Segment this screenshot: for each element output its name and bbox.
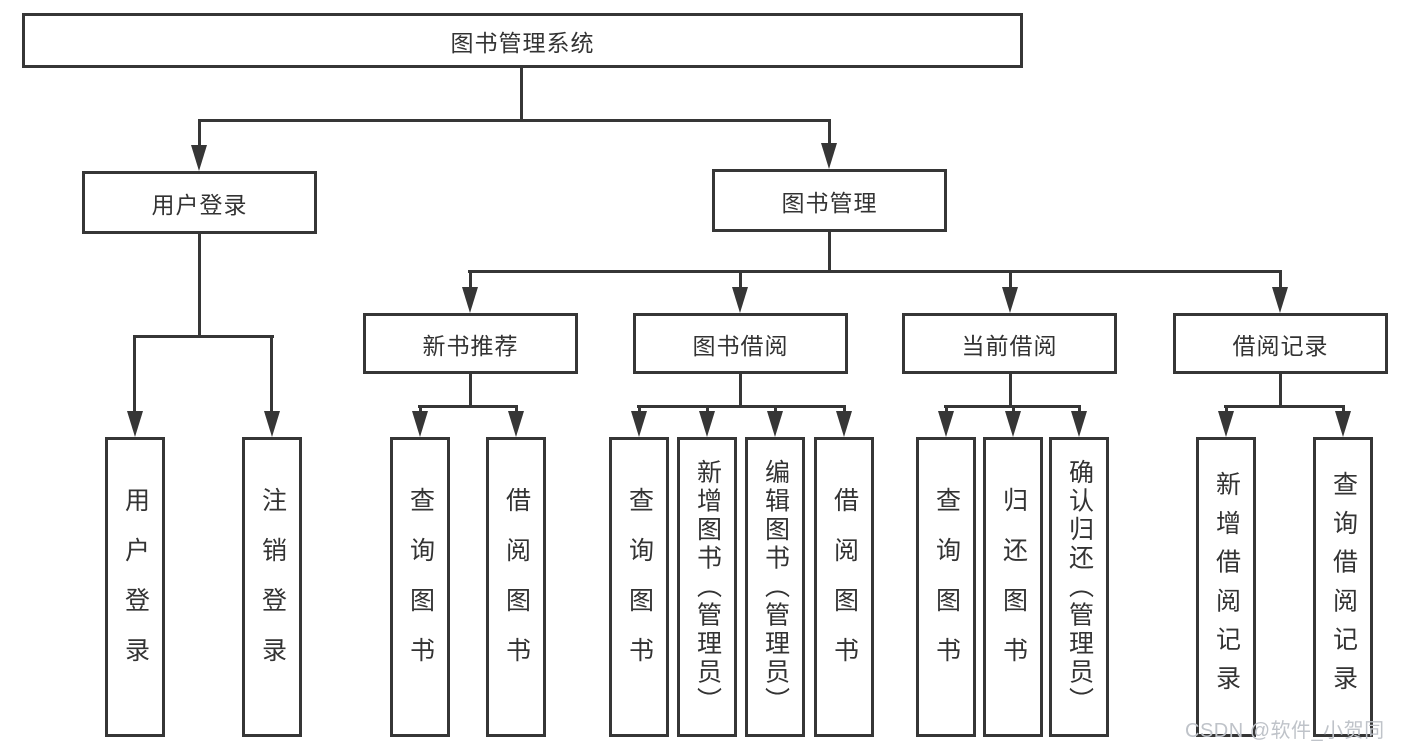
- node-user-login: 用户登录: [82, 171, 317, 234]
- leaf-label: 新增图书（管理员）: [693, 458, 722, 716]
- leaf-label: 查询借阅记录: [1329, 470, 1358, 704]
- connector-hline: [637, 405, 846, 408]
- connector-hline: [468, 270, 1282, 273]
- connector-vline: [945, 405, 948, 415]
- connector-vline: [419, 405, 422, 415]
- node-new-book-recommend: 新书推荐: [363, 313, 578, 374]
- connector-vline: [1225, 405, 1228, 415]
- leaf-user-login: 用户登录: [105, 437, 165, 737]
- leaf-logout: 注销登录: [242, 437, 302, 737]
- node-current-borrow: 当前借阅: [902, 313, 1117, 374]
- arrow-down-icon: [631, 411, 647, 437]
- connector-vline: [469, 270, 472, 290]
- connector-vline: [515, 405, 518, 415]
- node-label: 图书管理系统: [450, 29, 595, 56]
- leaf-borrow-add-books: 新增图书（管理员）: [677, 437, 737, 737]
- arrow-down-icon: [732, 287, 748, 313]
- leaf-recommend-query-books: 查询图书: [390, 437, 450, 737]
- arrow-down-icon: [1071, 411, 1087, 437]
- leaf-current-confirm-return: 确认归还（管理员）: [1049, 437, 1109, 737]
- arrow-down-icon: [1218, 411, 1234, 437]
- node-label: 借阅记录: [1232, 332, 1329, 359]
- node-book-borrow: 图书借阅: [633, 313, 848, 374]
- arrow-down-icon: [191, 145, 207, 171]
- leaf-borrow-edit-books: 编辑图书（管理员）: [745, 437, 805, 737]
- connector-vline: [1342, 405, 1345, 415]
- connector-vline: [1009, 372, 1012, 408]
- leaf-label: 用户登录: [121, 487, 150, 687]
- node-label: 用户登录: [151, 191, 248, 218]
- connector-vline: [739, 270, 742, 290]
- leaf-recommend-borrow-books: 借阅图书: [486, 437, 546, 737]
- leaf-label: 新增借阅记录: [1212, 470, 1241, 704]
- connector-vline: [198, 233, 201, 336]
- connector-vline: [1078, 405, 1081, 415]
- node-label: 新书推荐: [422, 332, 519, 359]
- arrow-down-icon: [508, 411, 524, 437]
- node-book-management: 图书管理: [712, 169, 947, 232]
- arrow-down-icon: [699, 411, 715, 437]
- arrow-down-icon: [821, 143, 837, 169]
- leaf-records-add-record: 新增借阅记录: [1196, 437, 1256, 737]
- connector-hline: [418, 405, 518, 408]
- connector-vline: [469, 372, 472, 408]
- connector-vline: [739, 372, 742, 408]
- connector-vline: [270, 335, 273, 415]
- node-label: 当前借阅: [961, 332, 1058, 359]
- arrow-down-icon: [1002, 287, 1018, 313]
- leaf-label: 借阅图书: [830, 487, 859, 687]
- connector-vline: [828, 231, 831, 272]
- connector-vline: [198, 119, 201, 149]
- node-label: 图书借阅: [692, 332, 789, 359]
- leaf-label: 归还图书: [999, 487, 1028, 687]
- leaf-borrow-query-books: 查询图书: [609, 437, 669, 737]
- leaf-records-query-record: 查询借阅记录: [1313, 437, 1373, 737]
- leaf-label: 注销登录: [258, 487, 287, 687]
- node-borrow-records: 借阅记录: [1173, 313, 1388, 374]
- arrow-down-icon: [767, 411, 783, 437]
- connector-vline: [1012, 405, 1015, 415]
- connector-vline: [774, 405, 777, 415]
- leaf-borrow-borrow-books: 借阅图书: [814, 437, 874, 737]
- leaf-label: 编辑图书（管理员）: [761, 458, 790, 716]
- arrow-down-icon: [264, 411, 280, 437]
- connector-hline: [1224, 405, 1345, 408]
- leaf-label: 查询图书: [625, 487, 654, 687]
- connector-vline: [843, 405, 846, 415]
- connector-vline: [520, 68, 523, 121]
- watermark: CSDN @软件_小贺同学: [1185, 720, 1385, 742]
- node-label: 图书管理: [781, 189, 878, 216]
- arrow-down-icon: [938, 411, 954, 437]
- connector-vline: [828, 119, 831, 147]
- leaf-current-return-books: 归还图书: [983, 437, 1043, 737]
- arrow-down-icon: [412, 411, 428, 437]
- connector-hline: [198, 119, 831, 122]
- leaf-label: 查询图书: [406, 487, 435, 687]
- arrow-down-icon: [836, 411, 852, 437]
- node-root: 图书管理系统: [22, 13, 1023, 68]
- connector-hline: [133, 335, 274, 338]
- connector-vline: [1279, 372, 1282, 408]
- arrow-down-icon: [127, 411, 143, 437]
- leaf-label: 确认归还（管理员）: [1065, 458, 1094, 716]
- arrow-down-icon: [462, 287, 478, 313]
- leaf-current-query-books: 查询图书: [916, 437, 976, 737]
- connector-vline: [638, 405, 641, 415]
- leaf-label: 借阅图书: [502, 487, 531, 687]
- arrow-down-icon: [1005, 411, 1021, 437]
- connector-vline: [1279, 270, 1282, 290]
- connector-vline: [706, 405, 709, 415]
- leaf-label: 查询图书: [932, 487, 961, 687]
- arrow-down-icon: [1272, 287, 1288, 313]
- arrow-down-icon: [1335, 411, 1351, 437]
- connector-vline: [133, 335, 136, 415]
- connector-vline: [1009, 270, 1012, 290]
